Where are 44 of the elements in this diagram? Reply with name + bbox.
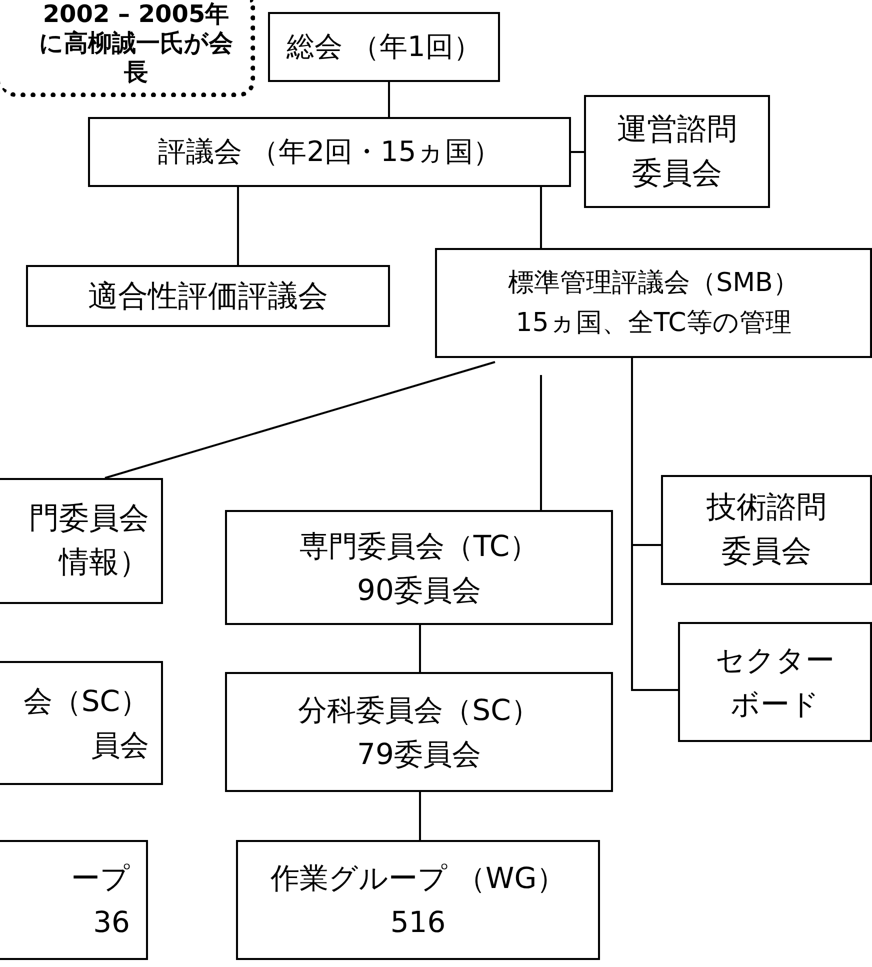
connector-line (419, 625, 421, 672)
box-label: 運営諮問委員会 (616, 110, 738, 192)
box-label: 516 (390, 904, 446, 941)
org-box (584, 95, 770, 208)
org-box (225, 672, 613, 792)
org-box (26, 265, 390, 327)
org-box (0, 661, 163, 785)
connector-line (104, 361, 496, 479)
box-label: 36 (93, 904, 130, 941)
org-box (236, 840, 600, 960)
connector-line (540, 187, 542, 248)
connector-line (237, 187, 239, 265)
box-label: 総会 （年1回） (286, 29, 482, 65)
org-box (88, 117, 571, 187)
box-label: 15ヵ国、全TC等の管理 (516, 307, 792, 340)
box-label: 標準管理評議会（SMB） (508, 267, 799, 300)
org-box (225, 510, 613, 625)
box-label: セクターボード (714, 642, 836, 723)
box-label: 専門委員会（TC） (299, 528, 539, 564)
box-label: 技術諮問委員会 (706, 489, 828, 571)
box-label: 作業グループ （WG） (270, 860, 566, 897)
org-box (435, 248, 872, 358)
connector-line (419, 792, 421, 840)
org-box (678, 622, 872, 742)
box-label: 90委員会 (357, 572, 481, 608)
box-label: 分科委員会（SC） (298, 692, 540, 729)
org-box (268, 12, 500, 82)
box-label: 適合性評価評議会 (88, 278, 328, 316)
org-box (0, 478, 163, 604)
note-box (0, 0, 255, 97)
box-label: 会（SC） (23, 683, 149, 720)
org-box (0, 840, 148, 960)
box-label: 員会 (91, 727, 149, 764)
connector-line (571, 151, 584, 153)
box-label: ープ (71, 860, 130, 897)
connector-line (631, 358, 678, 691)
org-box (661, 475, 872, 585)
connector-line (540, 375, 542, 510)
box-label: 門委員会 (29, 500, 149, 538)
box-label: 情報） (59, 544, 149, 582)
box-label: 2002 – 2005年に高柳誠一氏が会長 (38, 0, 234, 87)
box-label: 評議会 （年2回・15ヵ国） (158, 134, 502, 170)
box-label: 79委員会 (357, 736, 481, 773)
connector-line (388, 82, 390, 117)
